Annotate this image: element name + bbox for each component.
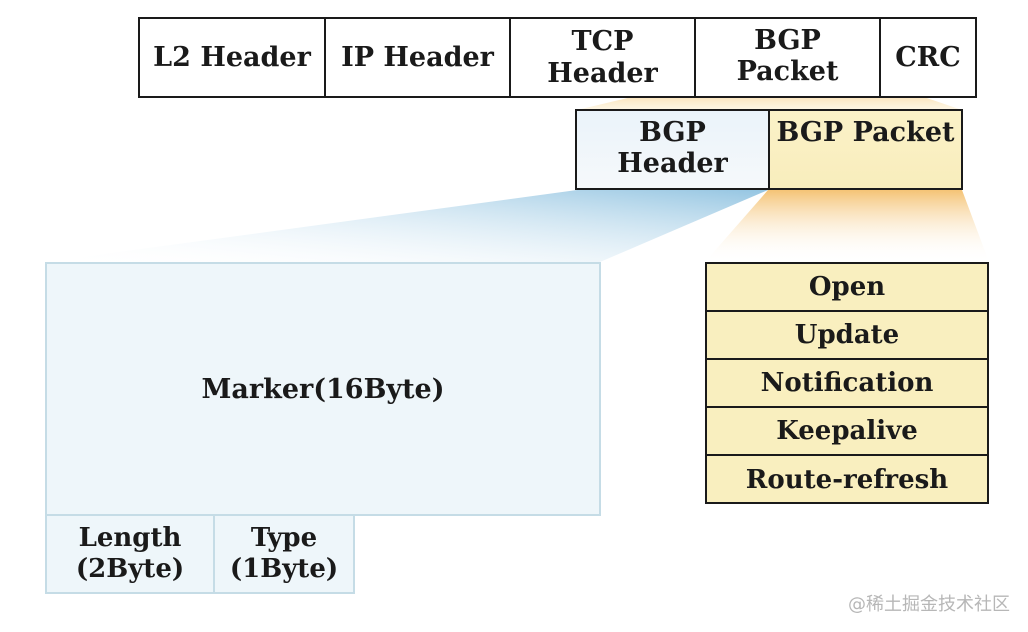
message-type-list: Open Update Notification Keepalive Route… [705, 262, 989, 504]
bgp-packet-bar: BGP Header BGP Packet [575, 109, 963, 190]
frame-cell-bgp-packet: BGP Packet [696, 19, 881, 96]
message-type-notification: Notification [707, 360, 987, 408]
bgp-packet-cell: BGP Packet [770, 111, 961, 188]
message-type-open: Open [707, 264, 987, 312]
length-field: Length (2Byte) [45, 514, 215, 594]
ethernet-frame-bar: L2 Header IP Header TCP Header BGP Packe… [138, 17, 977, 98]
message-type-keepalive: Keepalive [707, 408, 987, 456]
type-field: Type (1Byte) [213, 514, 355, 594]
frame-cell-l2-header: L2 Header [140, 19, 326, 96]
bgp-header-cell: BGP Header [577, 111, 770, 188]
frame-cell-ip-header: IP Header [326, 19, 511, 96]
message-type-update: Update [707, 312, 987, 360]
message-expansion-connector [705, 190, 989, 262]
message-type-route-refresh: Route-refresh [745, 465, 949, 495]
frame-cell-crc: CRC [895, 41, 961, 73]
header-expansion-connector [45, 190, 768, 262]
watermark: @稀土掘金技术社区 [848, 594, 1010, 615]
frame-cell-tcp-header: TCP Header [511, 19, 696, 96]
marker-field: Marker(16Byte) [45, 262, 601, 516]
